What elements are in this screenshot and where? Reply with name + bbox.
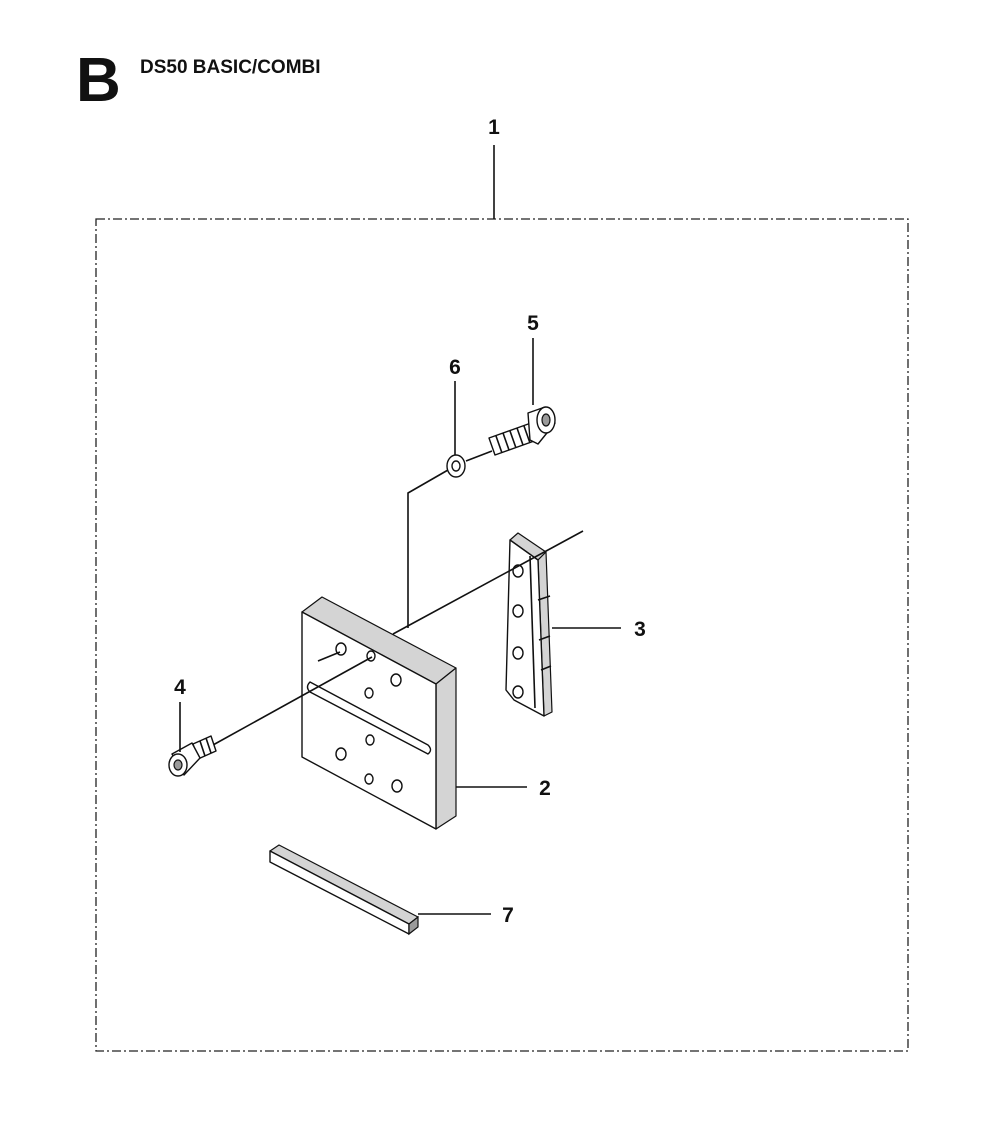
washer-axis-line [407,469,449,628]
assembly-axis-line [392,530,584,635]
callout-6: 6 [449,356,461,379]
base-plate-part [301,596,457,830]
key-bar-part [269,844,419,936]
callout-3: 3 [634,618,646,641]
washer-part [446,454,466,478]
diagram-title: DS50 BASIC/COMBI [140,57,321,78]
screw-4-axis-line [212,656,373,746]
callout-1: 1 [488,116,500,139]
callout-4: 4 [174,676,186,699]
rail-part [505,532,553,717]
callout-7: 7 [502,904,514,927]
callout-5: 5 [527,312,539,335]
screw-5-part [488,406,556,456]
assembly-frame [95,218,909,1052]
callout-2: 2 [539,777,551,800]
section-letter: B [76,46,121,115]
screw-4-part [168,735,217,777]
screw-5-axis-line [465,450,493,462]
